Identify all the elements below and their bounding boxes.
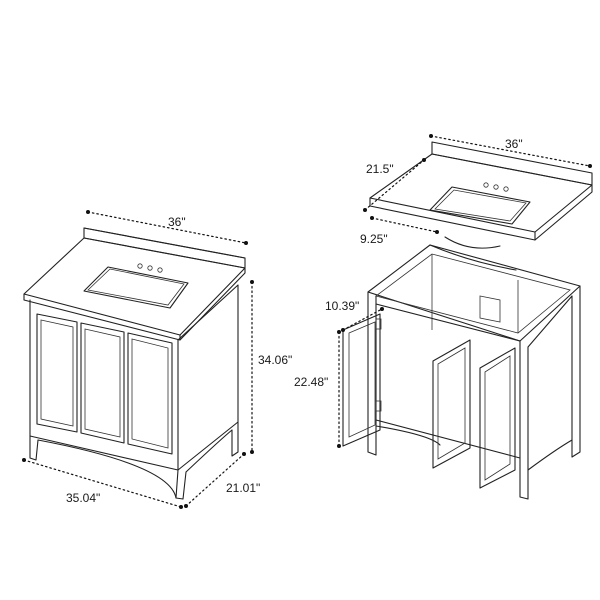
exploded-top-depth-label: 21.5" xyxy=(366,162,394,176)
exploded-cabinet-gap-label: 10.39" xyxy=(325,299,359,313)
assembled-vanity: 36" 34.06" 35.04" 21.01" xyxy=(22,210,292,509)
assembled-depth-label: 21.01" xyxy=(226,481,260,495)
assembled-width-label: 36" xyxy=(168,215,186,229)
exploded-door-height-label: 22.48" xyxy=(294,375,328,389)
exploded-vanity: 36" 21.5" 9.25" xyxy=(294,134,593,500)
assembled-height-label: 34.06" xyxy=(258,353,292,367)
exploded-top-back-label: 9.25" xyxy=(360,232,388,246)
assembled-front-width-label: 35.04" xyxy=(66,491,100,505)
exploded-top-width-label: 36" xyxy=(505,137,523,151)
